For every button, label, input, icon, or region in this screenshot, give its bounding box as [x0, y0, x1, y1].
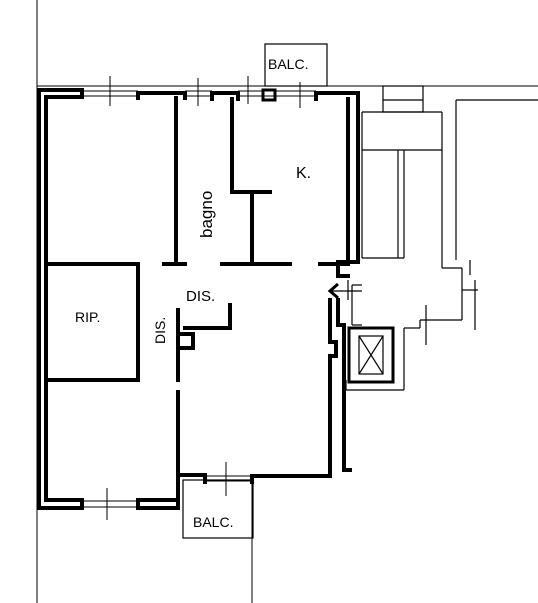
kitchen-label: K. — [296, 165, 311, 182]
site-lines — [36, 0, 538, 603]
balcony-bottom: BALC. — [182, 479, 254, 539]
balcony-top-door — [261, 88, 277, 102]
stairwell — [345, 85, 538, 391]
storage-label: RIP. — [75, 309, 100, 325]
elevator-cross-icon — [347, 326, 395, 384]
arrow-left-icon — [327, 280, 362, 300]
balcony-top-label: BALC. — [268, 56, 308, 72]
bathroom-label: bagno — [197, 191, 216, 238]
balcony-bottom-label: BALC. — [193, 514, 233, 530]
balcony-top: BALC. — [264, 43, 328, 87]
hallway-center-label: DIS. — [186, 288, 215, 305]
hallway-vertical-label: DIS. — [152, 317, 168, 344]
windows — [82, 76, 316, 520]
